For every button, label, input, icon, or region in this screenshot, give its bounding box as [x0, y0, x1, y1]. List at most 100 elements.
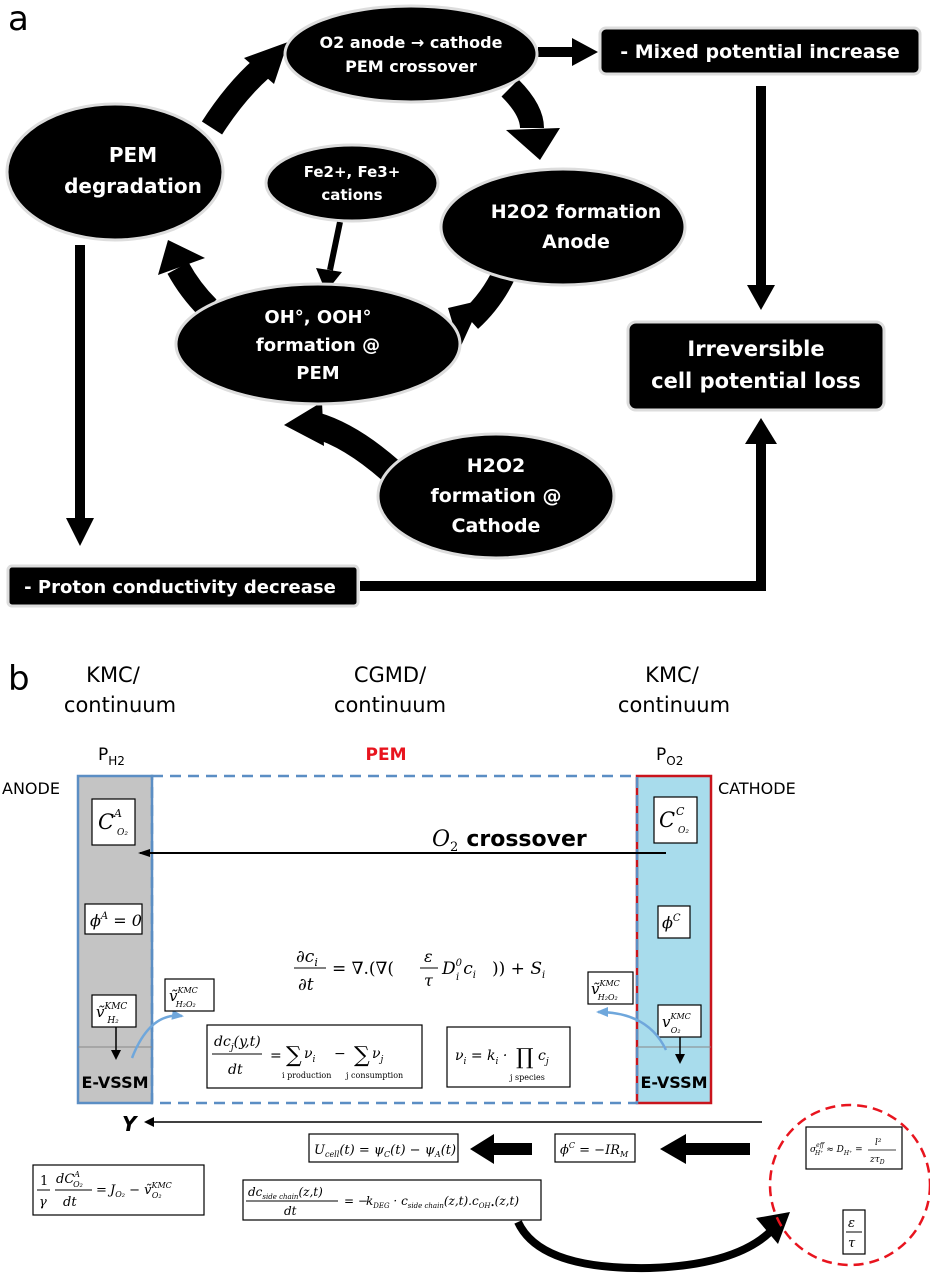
node-radical-formation-line1: OH°, OOH°: [264, 307, 371, 328]
svg-text:ε: ε: [424, 947, 433, 966]
cathode-out-curve: [596, 1007, 668, 1051]
node-mixed-potential-text: - Mixed potential increase: [620, 41, 900, 63]
arrow-degradation-to-crossover: [201, 59, 271, 135]
node-o2-crossover-line1: O2 anode → cathode: [320, 33, 503, 52]
svg-text:j species: j species: [509, 1073, 545, 1082]
node-o2-crossover-line2: PEM crossover: [345, 57, 477, 76]
cathode-label: CATHODE: [718, 779, 796, 798]
porosity-num: ε: [848, 1216, 855, 1231]
svg-text:j consumption: j consumption: [345, 1071, 403, 1080]
svg-text:∏: ∏: [516, 1045, 534, 1070]
right-header-line2: continuum: [618, 693, 730, 717]
c-anode-sup: A: [113, 807, 122, 820]
arrow-head-2: [506, 128, 560, 160]
svg-text:kDEG · cside chain(z,t).cOH•(z: kDEG · cside chain(z,t).cOH•(z,t): [366, 1194, 519, 1210]
arrow-head-7: [572, 38, 598, 66]
svg-text:∑: ∑: [354, 1043, 370, 1068]
anode-out-curve: [130, 1009, 184, 1059]
svg-text:νi: νi: [304, 1046, 316, 1065]
node-fe-cations: [264, 143, 440, 223]
svg-text:∂ci: ∂ci: [296, 947, 318, 969]
rate-constant-equation: νi = ki · ∏ cj j species: [455, 1045, 549, 1082]
straight-arrows: [66, 38, 777, 591]
center-header-line2: continuum: [334, 693, 446, 717]
node-fe-cations-line2: cations: [321, 186, 382, 204]
arrow-head-4: [284, 402, 324, 446]
pem-region: [150, 774, 639, 1105]
svg-text:cj: cj: [538, 1048, 549, 1067]
left-header-line1: KMC/: [86, 663, 141, 687]
svg-text:∑: ∑: [286, 1043, 302, 1068]
box-rate-constant: [446, 1026, 571, 1088]
p-o2-label: PO2: [656, 745, 683, 768]
svg-text:dt: dt: [284, 1204, 297, 1218]
node-h2o2-anode-line2: Anode: [542, 231, 610, 253]
arrow-fe-to-radicals: [327, 221, 343, 271]
box-phi-anode: [84, 903, 143, 935]
svg-text:1: 1: [40, 1174, 48, 1189]
conductivity-frac-den: zτD: [869, 1155, 885, 1166]
svg-text:dcj(y,t): dcj(y,t): [214, 1034, 261, 1053]
box-phi-cathode: [657, 905, 691, 939]
arrow-h2o2-cathode-to-radicals: [311, 412, 399, 480]
svg-text:∂t: ∂t: [298, 975, 314, 995]
box-conductivity: [805, 1126, 903, 1170]
arrow-proton-to-irreversible: [360, 442, 766, 591]
conductivity-frac-num: l²: [875, 1138, 882, 1148]
box-c-anode: [91, 798, 136, 846]
box-side-chain: [242, 1179, 542, 1221]
arrow-to-conductivity-circle: [514, 1220, 773, 1273]
evssm-left: E-VSSM: [81, 1073, 148, 1092]
anode-label: ANODE: [2, 779, 60, 798]
left-header-line2: continuum: [64, 693, 176, 717]
arrow-phi-to-u: [470, 1134, 532, 1164]
box-u-cell: [308, 1133, 459, 1163]
box-v-h2o2-anode: [164, 978, 215, 1012]
arrow-head-5: [158, 240, 205, 275]
node-mixed-potential: [598, 26, 922, 76]
node-h2o2-anode-line1: H2O2 formation: [491, 201, 662, 223]
arrow-head-10: [745, 418, 777, 444]
svg-text:dt: dt: [228, 1062, 243, 1078]
box-rate-equation: [206, 1024, 423, 1089]
arrow-head-9: [66, 518, 94, 546]
svg-text:dt: dt: [63, 1195, 77, 1210]
y-axis-label: Y: [122, 1112, 139, 1136]
svg-text:=: =: [270, 1048, 282, 1064]
node-h2o2-cathode-line3: Cathode: [452, 515, 541, 537]
node-radical-formation: [174, 282, 462, 406]
svg-text:τ: τ: [424, 971, 434, 990]
node-proton-conductivity-text: - Proton conductivity decrease: [24, 577, 336, 598]
center-header-line1: CGMD/: [354, 663, 427, 687]
phi-c-eq: ϕC = −IRM: [560, 1141, 629, 1159]
box-v-h2: [91, 994, 137, 1028]
arrow-head-1: [244, 42, 288, 84]
svg-text:)) + Si: )) + Si: [492, 959, 545, 981]
porosity-den: τ: [848, 1236, 856, 1251]
svg-text:i production: i production: [282, 1071, 331, 1080]
panel-a-label: a: [8, 0, 29, 39]
u-cell-eq: Ucell(t) = ψC(t) − ψA(t): [314, 1143, 456, 1159]
node-radical-formation-line2: formation @: [256, 335, 380, 356]
evssm-right: E-VSSM: [640, 1073, 707, 1092]
svg-text:−: −: [334, 1046, 346, 1062]
node-pem-degradation: [5, 102, 225, 242]
arrow-crossover-to-h2o2-anode: [501, 79, 544, 129]
c-cathode-sub: O₂: [678, 826, 689, 836]
node-irreversible-loss: [626, 320, 886, 412]
rate-equation: dcj(y,t) dt = ∑ νi i production − ∑ νj j…: [212, 1034, 403, 1080]
node-h2o2-cathode-line2: formation @: [430, 485, 561, 507]
box-c-cathode: [653, 796, 698, 844]
phi-anode-eq: ϕA = 0: [90, 911, 142, 930]
pem-label: PEM: [366, 745, 407, 765]
panel-b-label: b: [8, 659, 30, 699]
box-v-h2o2-cathode: [587, 971, 634, 1005]
right-header-line1: KMC/: [645, 663, 700, 687]
box-phi-c: [554, 1133, 636, 1163]
svg-text:= ∇.(∇(: = ∇.(∇(: [332, 959, 394, 979]
svg-text:=: =: [96, 1183, 107, 1198]
node-h2o2-cathode: [376, 432, 616, 560]
